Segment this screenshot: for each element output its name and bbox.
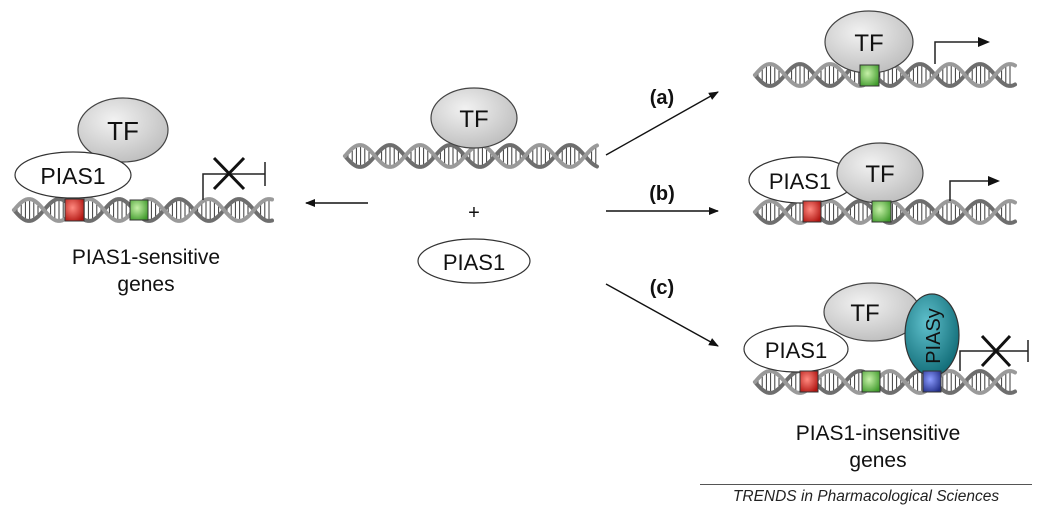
pias1-label-center: PIAS1 — [443, 250, 505, 275]
sensitive-label-line1: PIAS1-sensitive — [72, 246, 220, 269]
insensitive-label-line1: PIAS1-insensitive — [796, 422, 961, 445]
transcription-arrow-b — [949, 180, 990, 201]
tf-protein-center — [430, 87, 518, 149]
tf-protein-left — [77, 97, 169, 163]
pias1-protein-c — [743, 325, 849, 373]
path-b-complex: PIAS1 TF — [748, 142, 1000, 223]
site-red-b — [802, 200, 822, 223]
dna-strand — [343, 143, 599, 169]
arrow-path-c — [605, 283, 719, 347]
pias1-protein-left — [14, 151, 132, 199]
piasy-label-c: PIASy — [923, 308, 945, 364]
path-c-label: (c) — [650, 277, 674, 299]
insensitive-label-line2: genes — [849, 449, 906, 472]
path-b-label: (b) — [649, 183, 675, 205]
source-divider — [700, 484, 1032, 485]
block-x-c — [980, 334, 1012, 368]
pias1-label-b: PIAS1 — [769, 169, 831, 194]
dna-helix-center — [343, 143, 599, 169]
left-complex: TF PIAS1 PIAS1-sensitive genes — [14, 97, 266, 296]
promoter-arrow-left — [202, 162, 266, 200]
pias1-protein-center — [417, 238, 531, 284]
site-green-a — [859, 64, 880, 87]
transcription-arrowhead-b — [988, 176, 1000, 186]
transcription-arrowhead-a — [978, 37, 990, 47]
sensitive-label-line2: genes — [117, 273, 174, 296]
dna-strand — [753, 62, 1017, 88]
site-green-b — [871, 200, 892, 223]
site-green-left — [129, 199, 149, 221]
dna-helix-c — [753, 369, 1017, 395]
path-c-complex: TF PIASy PIAS1 PIAS1-insensitive genes — [743, 282, 1029, 472]
site-red-left — [64, 198, 85, 222]
promoter-arrow-c — [959, 340, 1029, 371]
transcription-arrow-a — [934, 41, 980, 64]
site-blue-c — [922, 370, 942, 393]
pias1-label-left: PIAS1 — [40, 163, 105, 189]
center-components: TF + PIAS1 — [417, 87, 531, 284]
arrow-path-a — [605, 91, 719, 156]
path-a-label: (a) — [650, 87, 674, 109]
source-credit: TRENDS in Pharmacological Sciences — [732, 488, 1000, 505]
path-a-complex: TF — [824, 10, 990, 87]
tf-label-center: TF — [459, 106, 488, 133]
tf-label-left: TF — [107, 116, 139, 146]
dna-strand — [753, 369, 1017, 395]
tf-label-b: TF — [865, 161, 894, 188]
tf-label-a: TF — [854, 30, 883, 57]
block-x-left — [212, 156, 246, 191]
tf-label-c: TF — [850, 300, 879, 327]
plus-sign: + — [468, 202, 480, 224]
site-green-c — [861, 370, 881, 393]
pias1-label-c: PIAS1 — [765, 338, 827, 363]
site-red-c — [799, 370, 819, 393]
